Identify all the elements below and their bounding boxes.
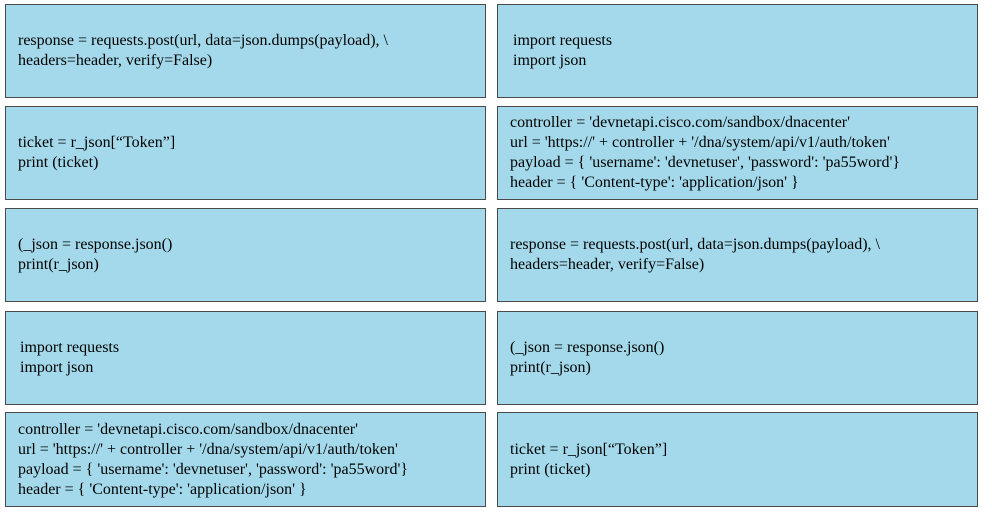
- code-line: print(r_json): [18, 256, 99, 273]
- code-line: payload = { 'username': 'devnetuser', 'p…: [18, 460, 409, 478]
- code-line: url = 'https://' + controller + '/dna/sy…: [18, 440, 398, 458]
- code-line: controller = 'devnetapi.cisco.com/sandbo…: [510, 114, 850, 131]
- left-code-block-config[interactable]: controller = 'devnetapi.cisco.com/sandbo…: [5, 412, 486, 507]
- code-line: import json: [20, 359, 94, 376]
- code-line: headers=header, verify=False): [18, 52, 213, 69]
- code-line: response = requests.post(url, data=json.…: [18, 32, 388, 49]
- left-code-block-response-json[interactable]: (_json = response.json() print(r_json): [5, 208, 486, 302]
- left-code-block-imports[interactable]: import requests import json: [5, 311, 486, 405]
- code-line: (_json = response.json(): [18, 236, 173, 253]
- code-line: import json: [513, 52, 587, 69]
- code-line: url = 'https://' + controller + '/dna/sy…: [510, 134, 890, 151]
- code-line: header = { 'Content-type': 'application/…: [510, 174, 799, 191]
- right-code-block-imports[interactable]: import requests import json: [497, 4, 978, 98]
- code-line: print (ticket): [510, 460, 591, 478]
- left-code-block-post-request[interactable]: response = requests.post(url, data=json.…: [5, 4, 486, 98]
- code-line: import requests: [20, 339, 120, 356]
- code-line: payload = { 'username': 'devnetuser', 'p…: [510, 154, 901, 171]
- right-code-block-post-request[interactable]: response = requests.post(url, data=json.…: [497, 208, 978, 302]
- code-line: print(r_json): [510, 359, 591, 376]
- code-line: ticket = r_json[“Token”]: [510, 440, 668, 458]
- code-line: header = { 'Content-type': 'application/…: [18, 480, 307, 498]
- code-line: (_json = response.json(): [510, 339, 665, 356]
- code-line: headers=header, verify=False): [510, 256, 705, 273]
- code-line: response = requests.post(url, data=json.…: [510, 236, 880, 253]
- right-code-block-config[interactable]: controller = 'devnetapi.cisco.com/sandbo…: [497, 106, 978, 200]
- right-code-block-response-json[interactable]: (_json = response.json() print(r_json): [497, 311, 978, 405]
- left-code-block-ticket[interactable]: ticket = r_json[“Token”] print (ticket): [5, 106, 486, 200]
- code-line: controller = 'devnetapi.cisco.com/sandbo…: [18, 420, 358, 438]
- right-code-block-ticket[interactable]: ticket = r_json[“Token”] print (ticket): [497, 412, 978, 507]
- code-line: print (ticket): [18, 154, 99, 171]
- code-line: ticket = r_json[“Token”]: [18, 134, 176, 151]
- code-line: import requests: [513, 32, 613, 49]
